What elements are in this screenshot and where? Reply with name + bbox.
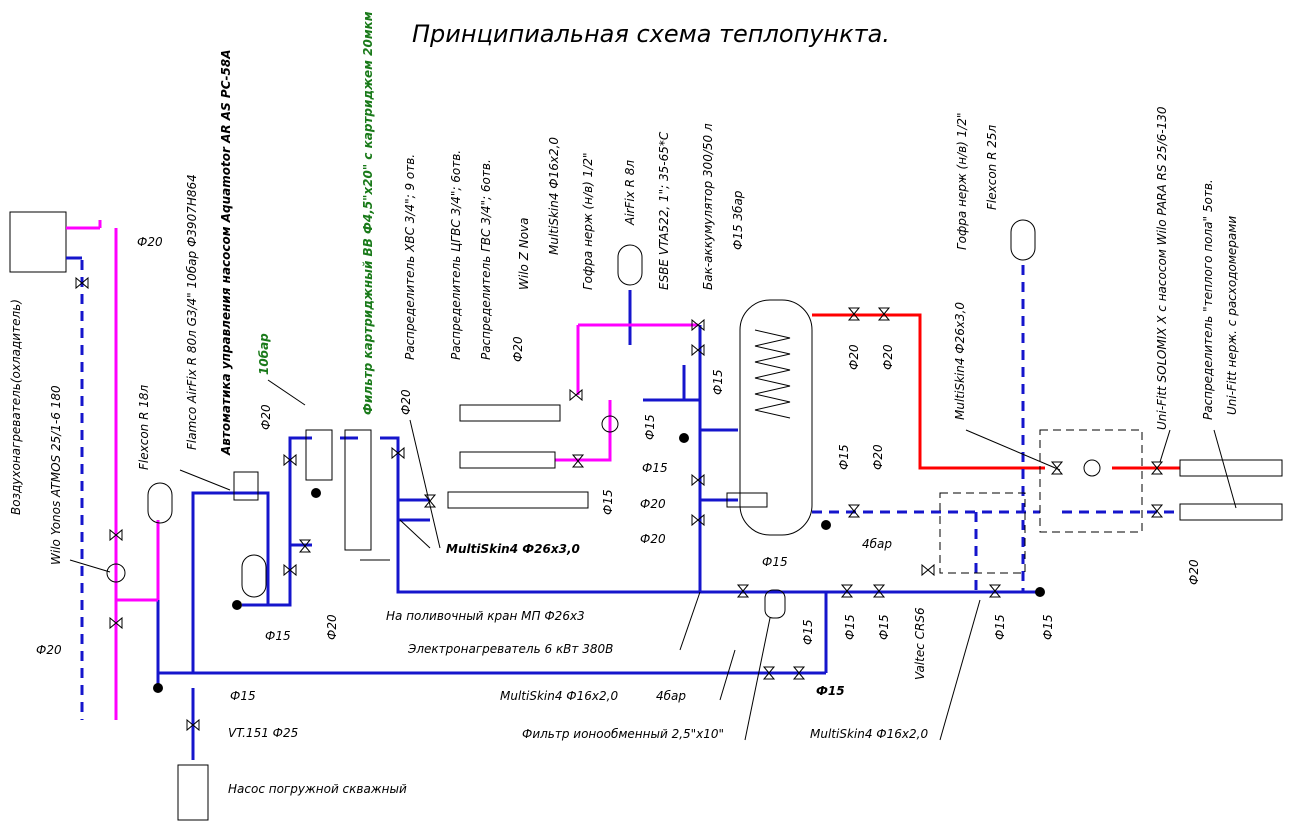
label-tank: Бак-аккумулятор 300/50 л [701,123,715,290]
wilo-z-nova-pump [601,415,619,433]
label-ms16-bottom-right: MultiSkin4 Ф16х2,0 [810,727,928,741]
label-cartridge-filter: Фильтр картриджный ВВ Ф4,5"х20" с картри… [361,11,375,415]
dia-label: Ф15 [877,614,891,640]
dia-label: Ф20 [399,389,413,415]
dia-label: Ф20 [640,497,666,511]
label-wilo-atmos: Wilo Yonos ATMOS 25/1-6 180 [49,385,63,565]
bb-filter [344,429,372,551]
label-automatics: Автоматика управления насосом Aquamotor … [219,50,233,457]
label-ion-filter: Фильтр ионообменный 2,5"х10" [522,727,724,741]
dia-label: Ф15 [643,414,657,440]
label-ms16-top: MultiSkin4 Ф16х2,0 [547,137,561,255]
check-point [153,683,163,693]
cartridge-filter [305,429,333,481]
diagram-title: Принципиальная схема теплопункта. [412,20,890,48]
label-dist-cgvs: Распределитель ЦГВС 3/4"; 6отв. [449,150,463,360]
flexcon-18-tank [147,482,173,524]
label-flexcon-25: Flexcon R 25л [985,124,999,210]
label-electric-heater: Электронагреватель 6 кВт 380В [407,642,613,656]
dia-label: Ф20 [847,344,861,370]
wilo-para-pump [1083,459,1101,477]
label-well-pump: Насос погружной скважный [228,782,407,796]
airfix-80-tank [241,554,267,598]
label-4bar-a: 4бар [656,689,686,703]
dia-label: Ф15 [816,684,845,698]
label-watering: На поливочный кран МП Ф26х3 [386,609,585,623]
dia-label: Ф15 [1041,614,1055,640]
label-dist-gvs: Распределитель ГВС 3/4"; 6отв. [479,159,493,360]
dia-label: Ф20 [137,235,163,249]
pipes [9,211,1283,821]
wilo-atmos-pump [106,563,126,583]
dia-label: Ф15 [230,689,256,703]
leader-lines [69,379,1237,741]
flexcon-25-tank [1010,219,1036,261]
label-ms26-right: MultiSkin4 Ф26х3,0 [953,302,967,420]
labels: Воздухонагреватель(охладитель) Wilo Yono… [9,11,1239,796]
dia-label: Ф15 [801,619,815,645]
dia-label: Ф15 [642,461,668,475]
label-10bar: 10бар [257,333,271,375]
label-unifitt-solomix: Uni-Fitt SOLOMIX X с насосом Wilo PARA R… [1155,106,1169,430]
dia-label: Ф15 [762,555,788,569]
label-dist-floor: Распределитель "теплого пола" 5отв. [1201,179,1215,420]
distributor-gvs [459,404,561,422]
distributor-cgvs [459,451,556,469]
automatics-box [233,471,259,501]
label-air-heater: Воздухонагреватель(охладитель) [9,299,23,515]
label-dist-xvs: Распределитель ХВС 3/4"; 9 отв. [403,154,417,360]
floor-distributor [1179,459,1283,477]
dia-label: Ф20 [325,614,339,640]
meter-distributor [1179,503,1283,521]
label-flexcon-18: Flexcon R 18л [137,384,151,470]
dia-label: Ф20 [640,532,666,546]
label-wilo-z: Wilo Z Nova [517,218,531,291]
dia-label: Ф20 [1187,559,1201,585]
air-heater-unit [9,211,67,273]
distributor-xvs [447,491,589,509]
dia-label: Ф20 [881,344,895,370]
label-esbe: ESBE VTA522, 1"; 35-65*C [657,131,671,290]
label-ms26-main: MultiSkin4 Ф26х3,0 [446,542,580,556]
dia-label: Ф20 [259,404,273,430]
dia-label: Ф15 [993,614,1007,640]
label-ms16-bottom-left: MultiSkin4 Ф16х2,0 [500,689,618,703]
label-valtec: Valtec CRS6 [913,607,927,680]
label-unifitt-meter: Uni-Fitt нерж. с расходомерами [1225,216,1239,415]
dia-label: Ф15 [843,614,857,640]
label-airfix-8: AirFix R 8л [623,160,637,226]
ion-filter [764,589,786,619]
label-4bar-b: 4бар [862,537,892,551]
label-gofra-right: Гофра нерж (н/в) 1/2" [955,112,969,250]
storage-tank [739,299,813,536]
fittings [75,276,1164,732]
dia-label: Ф20 [511,336,525,362]
dia-label: Ф15 [265,629,291,643]
label-vt151: VT.151 Ф25 [228,726,298,740]
dia-label: Ф15 [837,444,851,470]
well-pump-body [177,764,209,821]
label-flamco: Flamco AirFix R 80л G3/4" 10бар Ф3907H86… [185,174,199,450]
label-gofra-top: Гофра нерж (н/в) 1/2" [581,152,595,290]
dia-label: Ф20 [871,444,885,470]
solomix-group [1039,429,1143,533]
dia-label: Ф15 [711,369,725,395]
label-f15-3bar: Ф15 3бар [731,190,745,250]
dia-label: Ф20 [36,643,62,657]
airfix-8-tank [617,244,643,286]
dia-label: Ф15 [601,489,615,515]
